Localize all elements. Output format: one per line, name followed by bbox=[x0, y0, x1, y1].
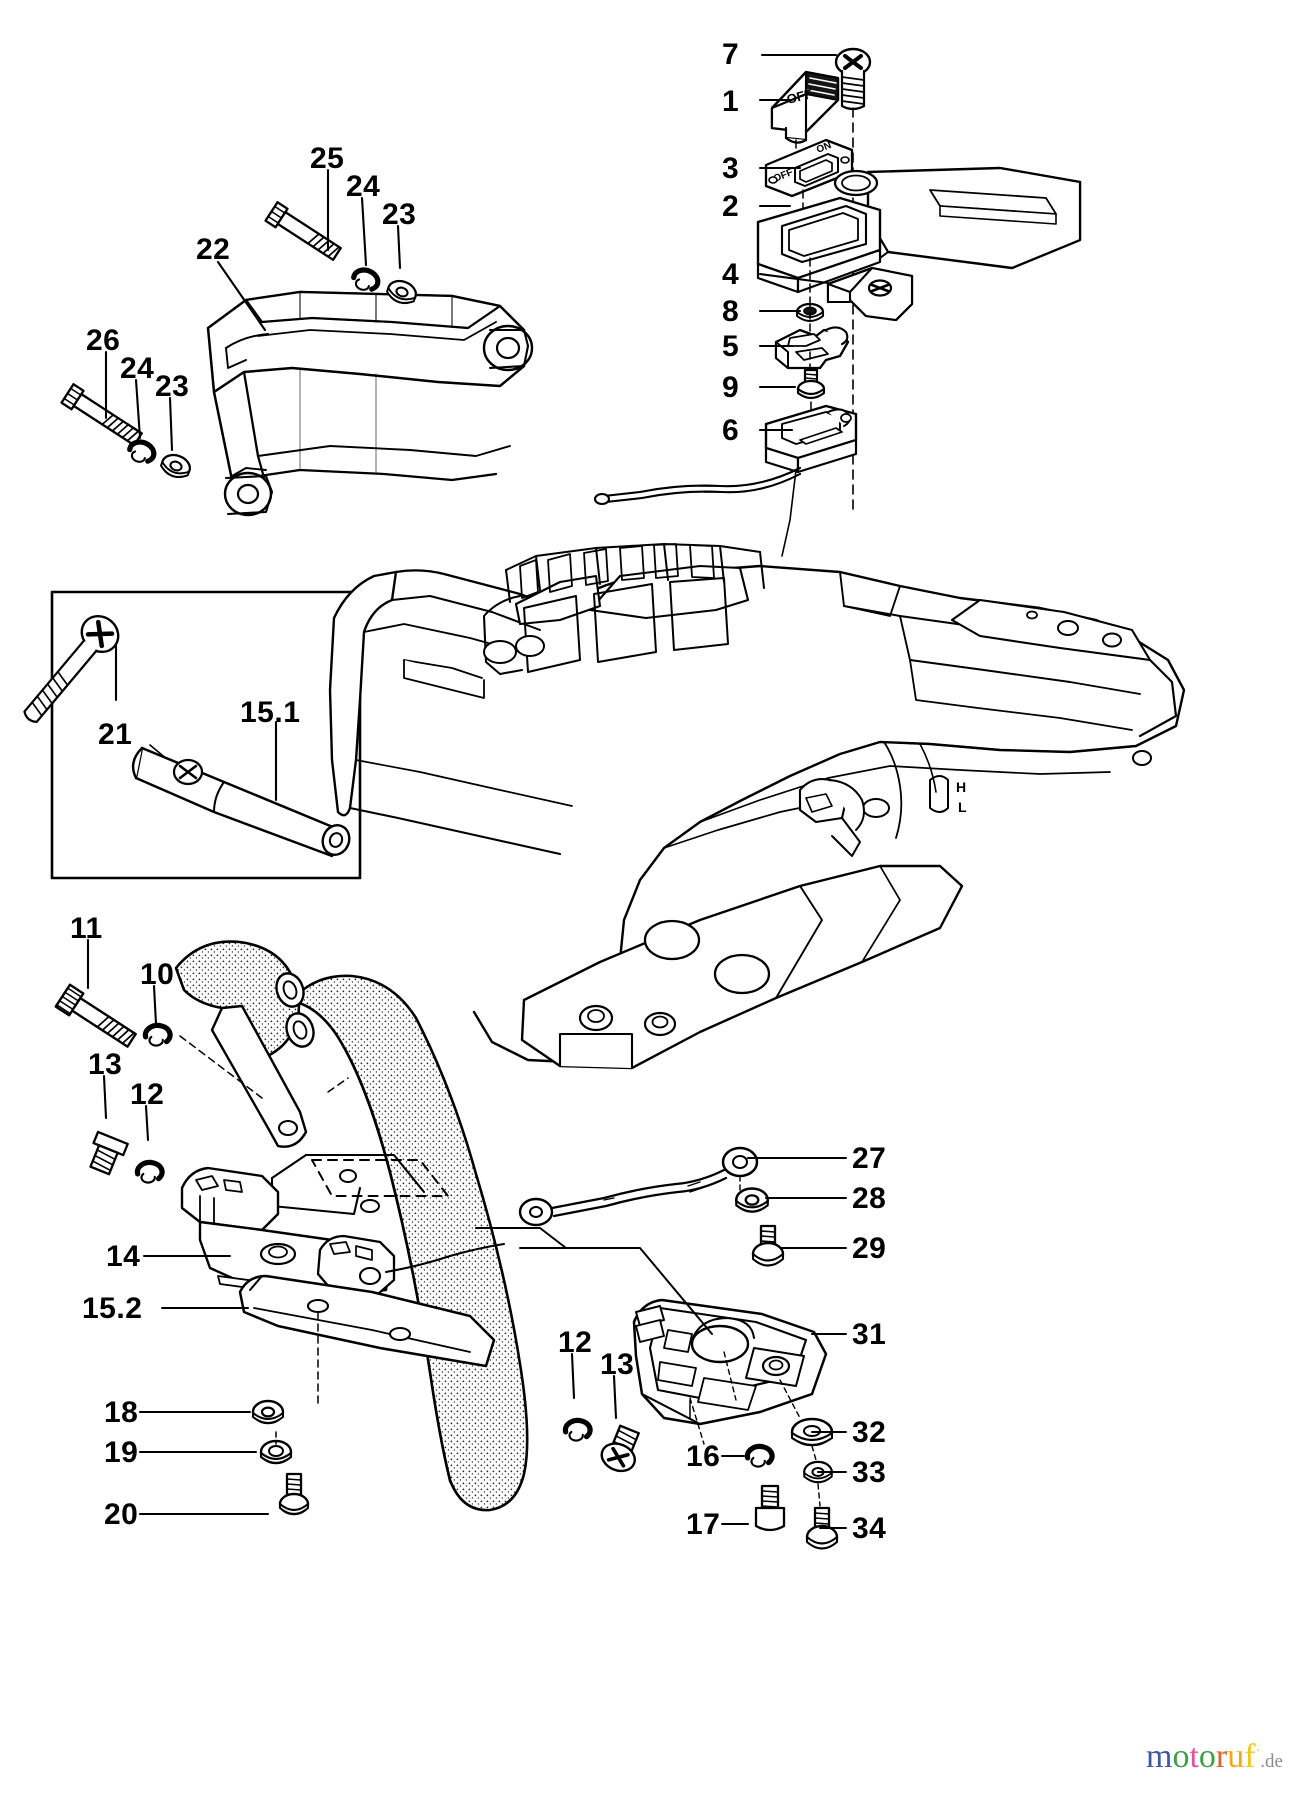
callout-2: 2 bbox=[722, 190, 740, 223]
callout-24: 24 bbox=[120, 352, 155, 385]
watermark-letter: f bbox=[1244, 1738, 1256, 1775]
callout-28: 28 bbox=[852, 1182, 887, 1215]
motoruf-watermark: motoruf·.de bbox=[1146, 1738, 1283, 1776]
watermark-letter: t bbox=[1189, 1738, 1199, 1775]
callout-33: 33 bbox=[852, 1456, 887, 1489]
callout-10: 10 bbox=[140, 958, 175, 991]
leader-line-23 bbox=[396, 224, 402, 270]
callout-15-2: 15.2 bbox=[82, 1292, 143, 1325]
callout-14: 14 bbox=[106, 1240, 141, 1273]
callout-24: 24 bbox=[346, 170, 381, 203]
svg-text:ON: ON bbox=[815, 140, 833, 156]
watermark-letter: o bbox=[1172, 1738, 1190, 1775]
watermark-suffix: .de bbox=[1260, 1751, 1283, 1772]
callout-12: 12 bbox=[558, 1326, 593, 1359]
leader-line-4 bbox=[758, 272, 830, 285]
watermark-dot: · bbox=[1255, 1743, 1261, 1759]
callout-18: 18 bbox=[104, 1396, 139, 1429]
callout-34: 34 bbox=[852, 1512, 887, 1545]
callout-29: 29 bbox=[852, 1232, 887, 1265]
callout-26: 26 bbox=[86, 324, 121, 357]
leader-line-12 bbox=[570, 1352, 576, 1400]
callout-3: 3 bbox=[722, 152, 740, 185]
callout-20: 20 bbox=[104, 1498, 139, 1531]
leader-line-24 bbox=[134, 378, 142, 440]
callout-13: 13 bbox=[600, 1348, 635, 1381]
callout-23: 23 bbox=[382, 198, 417, 231]
leader-line-13 bbox=[612, 1374, 618, 1420]
leader-line-13 bbox=[102, 1074, 108, 1120]
svg-text:L: L bbox=[958, 799, 967, 815]
svg-text:OFF: OFF bbox=[785, 86, 814, 107]
watermark-letter: m bbox=[1146, 1738, 1173, 1775]
leader-line-12 bbox=[144, 1104, 150, 1142]
callout-25: 25 bbox=[310, 142, 345, 175]
callout-12: 12 bbox=[130, 1078, 165, 1111]
callout-5: 5 bbox=[722, 330, 740, 363]
leader-line-22 bbox=[216, 260, 267, 332]
watermark-letter: r bbox=[1215, 1738, 1228, 1775]
leader-line-24 bbox=[360, 196, 368, 267]
callout-13: 13 bbox=[88, 1048, 123, 1081]
callout-27: 27 bbox=[852, 1142, 887, 1175]
callout-17: 17 bbox=[686, 1508, 721, 1541]
callout-9: 9 bbox=[722, 371, 740, 404]
callout-15-1: 15.1 bbox=[240, 696, 301, 729]
callout-6: 6 bbox=[722, 414, 740, 447]
callout-8: 8 bbox=[722, 295, 740, 328]
callout-11: 11 bbox=[70, 912, 103, 945]
callout-22: 22 bbox=[196, 233, 231, 266]
callout-32: 32 bbox=[852, 1416, 887, 1449]
callout-31: 31 bbox=[852, 1318, 887, 1351]
leader-line-10 bbox=[152, 984, 158, 1026]
svg-text:H: H bbox=[956, 779, 966, 795]
callout-4: 4 bbox=[722, 258, 740, 291]
watermark-letter: u bbox=[1227, 1738, 1245, 1775]
callout-21: 21 bbox=[98, 718, 133, 751]
callout-7: 7 bbox=[722, 38, 740, 71]
callout-1: 1 bbox=[722, 85, 740, 118]
watermark-letter: o bbox=[1198, 1738, 1216, 1775]
callout-16: 16 bbox=[686, 1440, 721, 1473]
callout-19: 19 bbox=[104, 1436, 139, 1469]
leader-line-23 bbox=[168, 396, 174, 452]
callout-23: 23 bbox=[155, 370, 190, 403]
